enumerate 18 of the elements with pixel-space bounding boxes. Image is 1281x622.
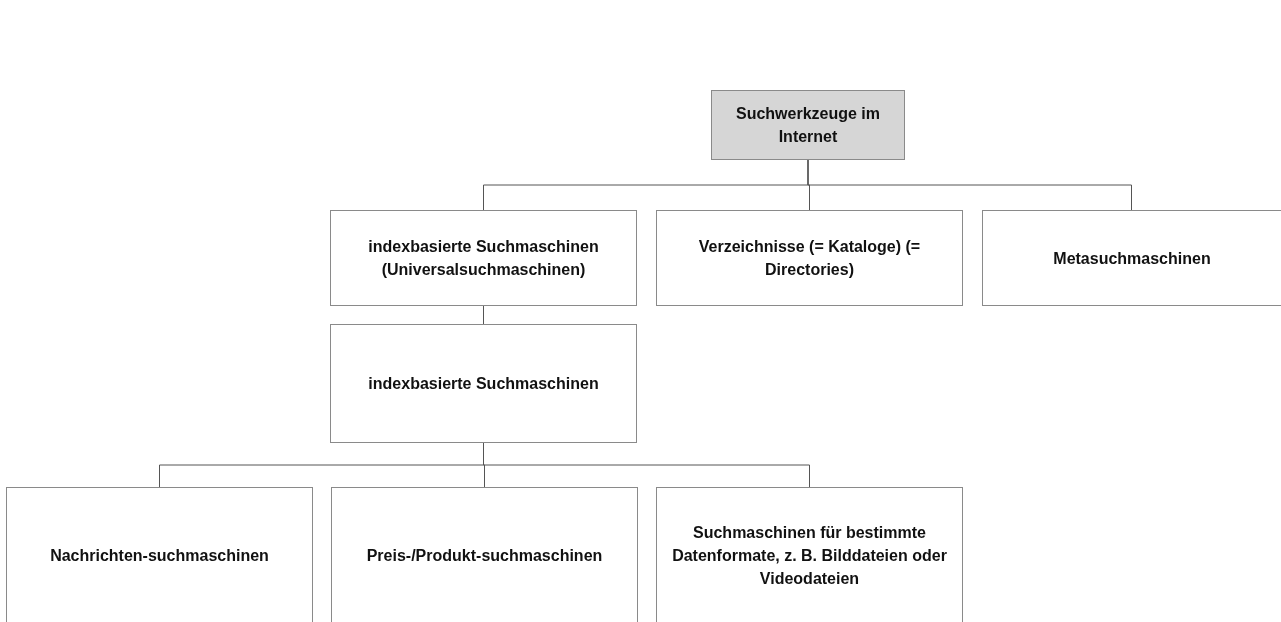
category-box (656, 210, 963, 306)
box-label: indexbasierte Suchmaschinen (367, 374, 600, 394)
box-label: Metasuchmaschinen (1052, 248, 1212, 269)
leaf-box (656, 487, 963, 622)
connector-line (483, 305, 484, 325)
leaf-box (331, 487, 638, 622)
leaf-box (6, 487, 313, 622)
subcategory-box (330, 324, 637, 443)
category-box (330, 210, 637, 306)
category-box (982, 210, 1281, 306)
box-label: Suchmaschinen für bestimmte Datenformate, z. B. Bilddateien oder Videodateien (671, 522, 948, 589)
box-label: Nachrichten-suchmaschinen (49, 545, 270, 566)
box-label: Suchwerkzeuge im Internet (734, 104, 881, 147)
box-label: indexbasierte Suchmaschinen (Universalsuchmaschinen) (367, 237, 600, 280)
box-label: Verzeichnisse (= Kataloge) (= Directories) (697, 237, 922, 280)
root-box (711, 90, 905, 160)
connector-line (807, 159, 1132, 211)
box-label: Preis-/Produkt-suchmaschinen (365, 545, 604, 566)
